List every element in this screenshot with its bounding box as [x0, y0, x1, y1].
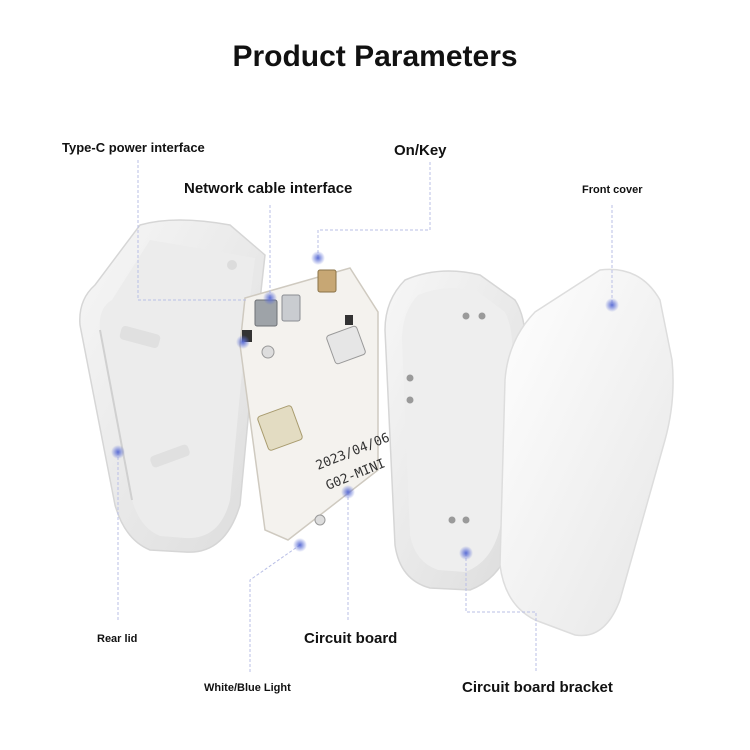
bracket-shape: [384, 270, 527, 591]
marker-typec: [236, 335, 250, 349]
label-circuit-board: Circuit board: [304, 630, 398, 647]
marker-bracket: [459, 546, 473, 560]
label-front-cover: Front cover: [582, 184, 643, 196]
marker-network: [263, 291, 277, 305]
leader-lines: [117, 160, 613, 672]
marker-front-cover: [605, 298, 619, 312]
marker-onkey: [311, 251, 325, 265]
rear-lid-shape: [79, 219, 266, 553]
label-light: White/Blue Light: [204, 682, 291, 694]
circuit-board-shape: 2023/04/06 G02-MINI: [239, 267, 392, 541]
label-type-c: Type-C power interface: [62, 140, 205, 155]
marker-dots: [111, 251, 619, 560]
label-on-key: On/Key: [394, 142, 447, 159]
page-title: Product Parameters: [232, 40, 518, 73]
front-cover-shape: [499, 268, 674, 637]
marker-light: [293, 538, 307, 552]
label-bracket: Circuit board bracket: [462, 679, 613, 696]
marker-rear-lid: [111, 445, 125, 459]
marker-circuit-board: [341, 485, 355, 499]
label-rear-lid: Rear lid: [97, 633, 138, 645]
label-network: Network cable interface: [184, 180, 353, 197]
